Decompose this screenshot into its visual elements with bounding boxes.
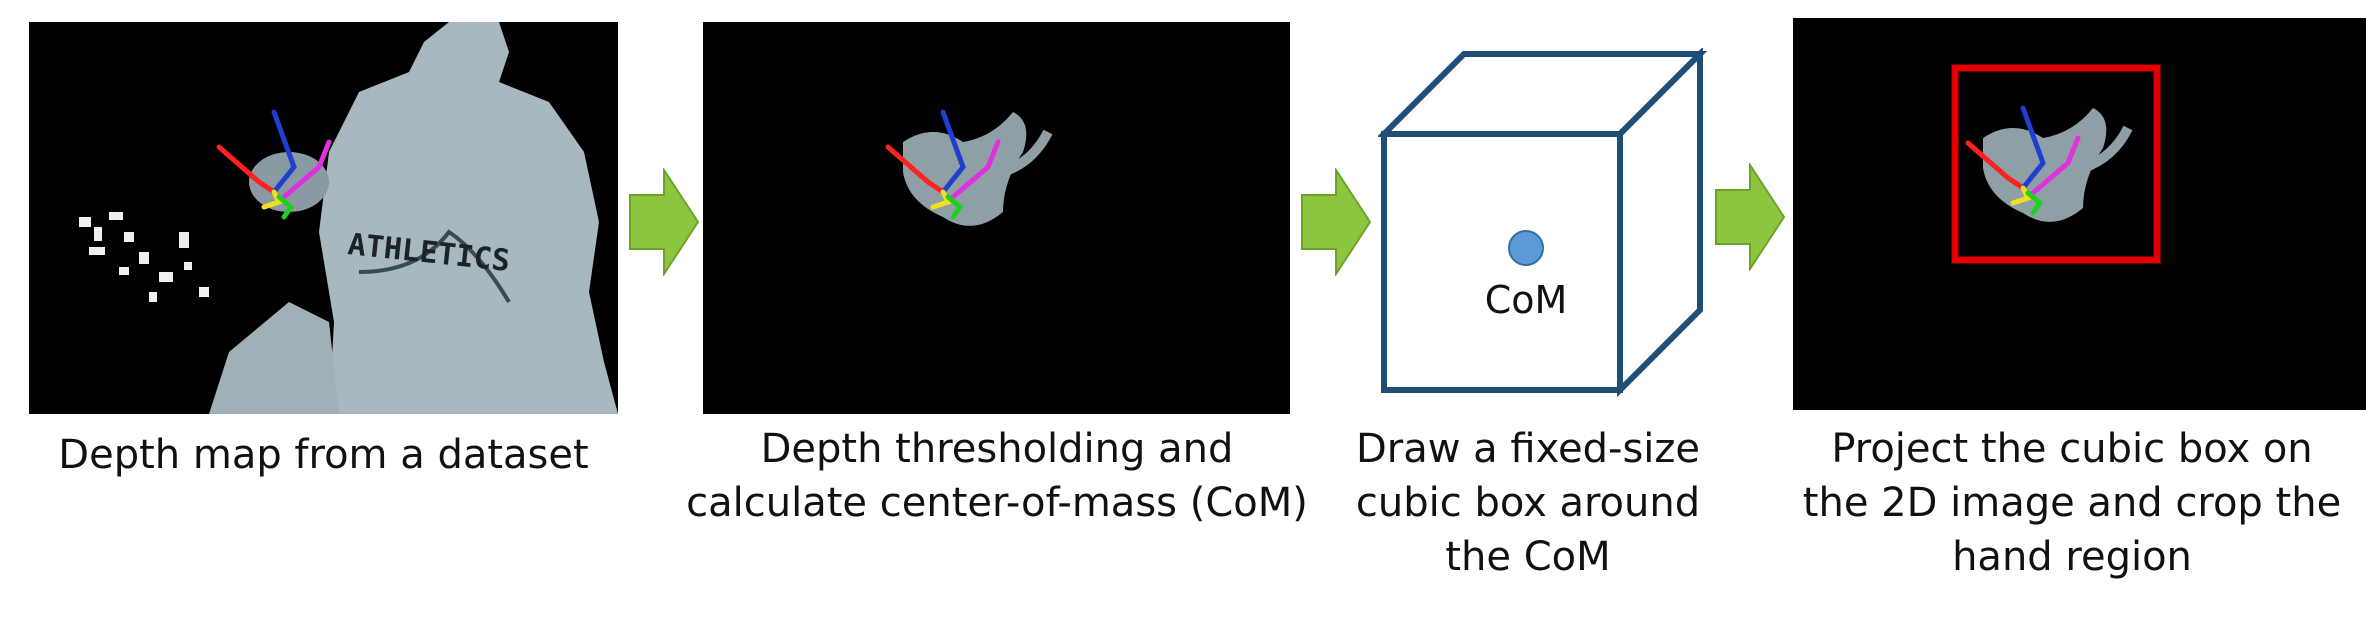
step-1-caption: Depth map from a dataset xyxy=(58,432,589,478)
step-3-caption: Draw a fixed-size cubic box around the C… xyxy=(1355,426,1701,580)
thresholded-depth-image xyxy=(703,22,1290,414)
cropped-hand-image xyxy=(1793,18,2366,410)
arrow-right-icon xyxy=(1715,163,1786,271)
cubic-box-diagram: CoM xyxy=(1378,48,1708,398)
arrow-right-icon xyxy=(1301,168,1372,276)
step-4-caption: Project the cubic box on the 2D image an… xyxy=(1802,426,2342,580)
step-2-caption: Depth thresholding and calculate center-… xyxy=(686,426,1308,526)
depth-map-image: ATHLETICS xyxy=(29,22,618,414)
arrow-right-icon xyxy=(629,168,700,276)
com-label: CoM xyxy=(1485,278,1568,322)
crop-box xyxy=(1951,64,2161,264)
com-dot xyxy=(1508,230,1544,266)
